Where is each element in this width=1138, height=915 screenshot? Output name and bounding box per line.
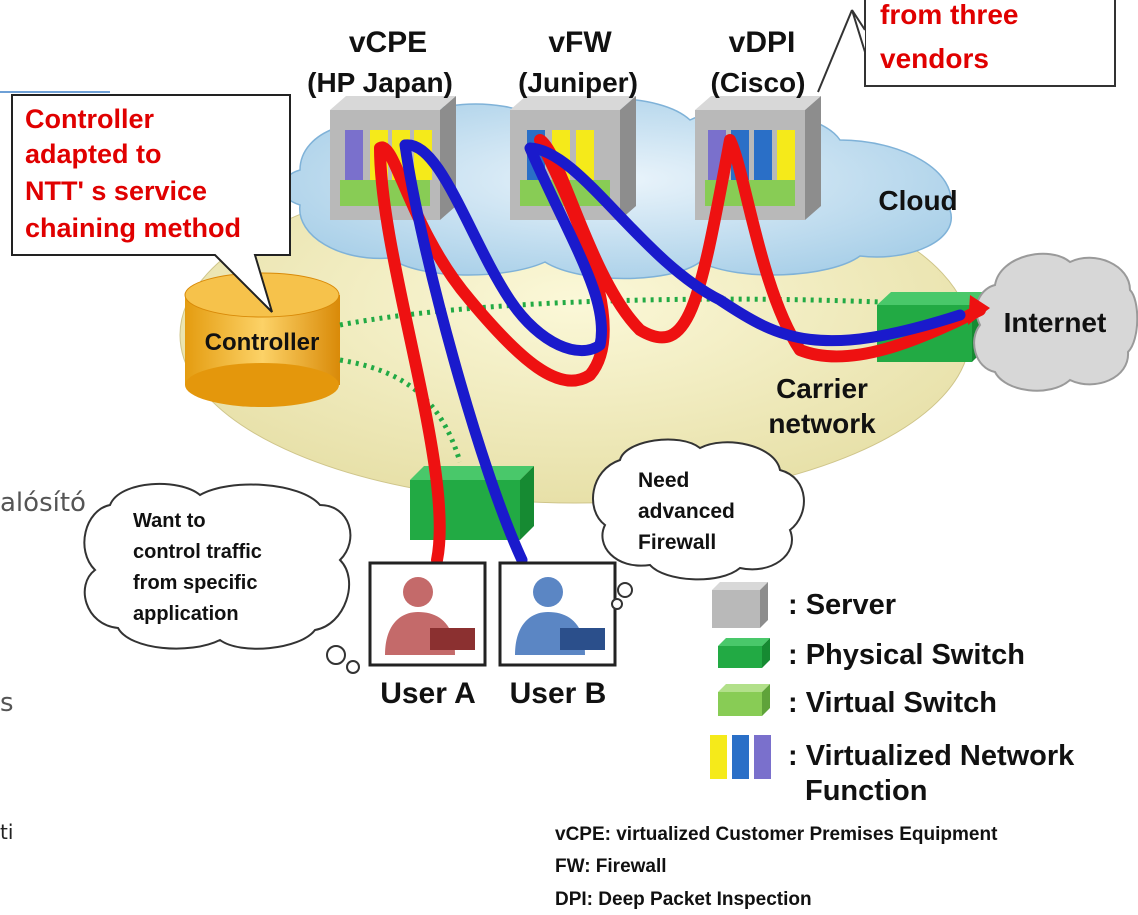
legend-virtual-switch-swatch xyxy=(718,684,770,716)
user-a-avatar xyxy=(368,561,487,667)
thought-bubble-user-a: Want to control traffic from specific ap… xyxy=(83,482,360,674)
page-text-fragment: s xyxy=(0,688,14,718)
controller-callout-line: chaining method xyxy=(25,213,241,243)
legend-vnf-label: Function xyxy=(805,775,927,807)
thought-a-line: from specific xyxy=(133,572,257,594)
thought-b-line: advanced xyxy=(638,500,735,523)
controller-callout: Controller adapted to NTT' s service cha… xyxy=(11,94,291,313)
user-b-avatar xyxy=(498,561,617,667)
legend-vnf-label: : Virtualized Network xyxy=(788,740,1075,772)
abbreviation-line: vCPE: virtualized Customer Premises Equi… xyxy=(555,824,998,845)
carrier-network-label: Carrier xyxy=(776,373,868,404)
legend-server-swatch xyxy=(712,582,768,628)
legend-vnf-swatch xyxy=(710,735,771,779)
controller-callout-line: NTT' s service xyxy=(25,176,207,206)
legend-virtual-switch-label: : Virtual Switch xyxy=(788,687,997,719)
legend: : Server : Physical Switch : Virtual Swi… xyxy=(710,582,1075,807)
controller-callout-line: adapted to xyxy=(25,139,162,169)
vcpe-vendor-label: (HP Japan) xyxy=(307,67,453,98)
vfw-vendor-label: (Juniper) xyxy=(518,67,638,98)
controller-callout-line: Controller xyxy=(25,104,154,134)
page-text-fragment: ti xyxy=(0,820,14,844)
vfw-label: vFW xyxy=(548,26,612,59)
legend-physical-switch-label: : Physical Switch xyxy=(788,639,1025,671)
thought-a-line: control traffic xyxy=(133,541,262,563)
vcpe-label: vCPE xyxy=(349,26,427,59)
internet-cloud xyxy=(973,252,1138,392)
callout-top-line: vendors xyxy=(880,43,989,74)
legend-physical-switch-swatch xyxy=(718,638,770,668)
thought-b-line: Need xyxy=(638,469,689,492)
abbreviation-line: FW: Firewall xyxy=(555,856,667,877)
traffic-path-user-a xyxy=(374,134,986,566)
vdpi-vendor-label: (Cisco) xyxy=(711,67,806,98)
controller-label: Controller xyxy=(205,329,320,356)
physical-switch-users xyxy=(410,466,534,540)
thought-a-line: Want to xyxy=(133,510,206,532)
thought-b-line: Firewall xyxy=(638,531,716,554)
user-a-label: User A xyxy=(380,677,476,710)
arrowhead-icon xyxy=(968,295,990,325)
vdpi-label: vDPI xyxy=(729,26,796,59)
thought-a-line: application xyxy=(133,603,239,625)
vendor-callout: from three vendors xyxy=(817,0,1116,93)
internet-label: Internet xyxy=(1004,307,1107,338)
traffic-path-user-b xyxy=(399,139,966,566)
thought-bubble-user-b: Need advanced Firewall xyxy=(592,438,805,610)
callout-top-line: from three xyxy=(880,0,1018,30)
legend-server-label: : Server xyxy=(788,589,896,621)
abbreviation-line: DPI: Deep Packet Inspection xyxy=(555,889,812,910)
page-text-fragment: alósító xyxy=(0,488,86,518)
carrier-network-label: network xyxy=(768,408,876,439)
user-b-label: User B xyxy=(510,677,607,710)
cloud-label: Cloud xyxy=(878,185,957,216)
